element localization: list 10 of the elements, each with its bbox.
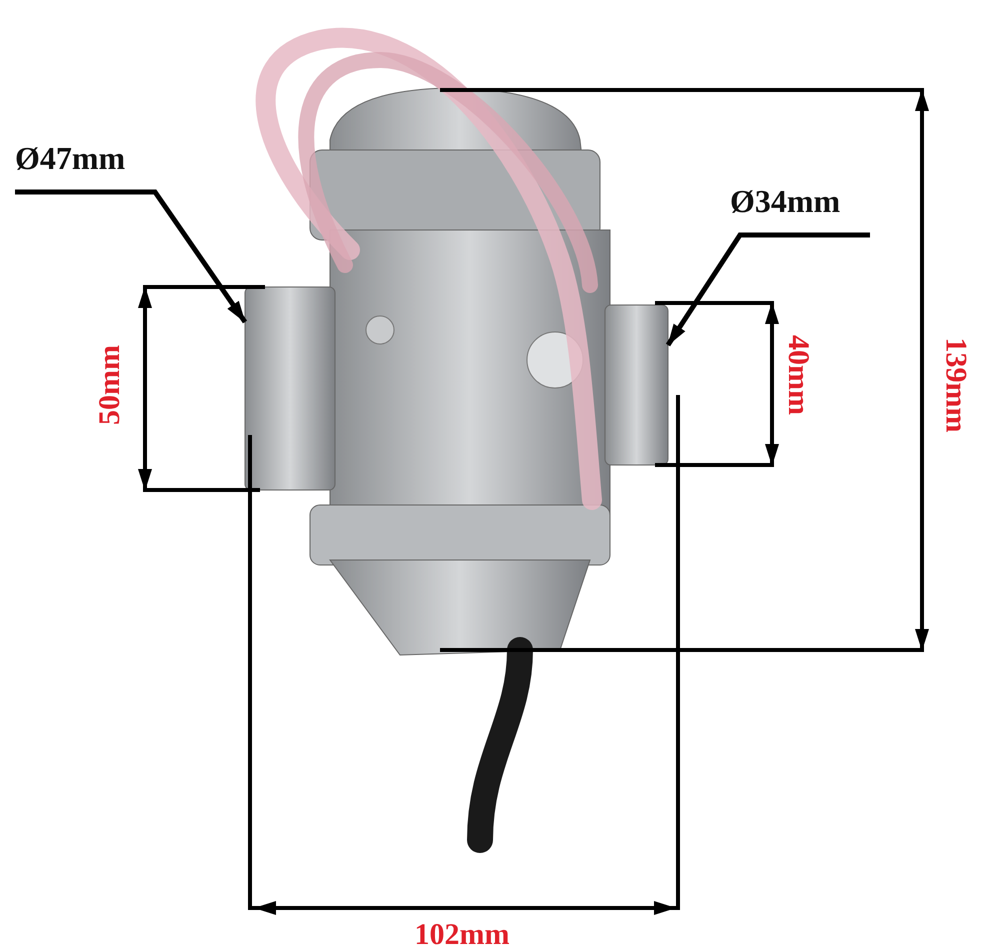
outlet-port xyxy=(604,304,668,466)
dimension-label: 139mm xyxy=(938,338,972,432)
leader-line xyxy=(666,232,870,346)
dimension-text: Ø34mm xyxy=(730,183,870,235)
inlet-port xyxy=(244,286,336,490)
dimension-label: 50mm xyxy=(93,345,127,425)
dimension-label: 40mm xyxy=(781,335,815,415)
dimension-text: Ø47mm xyxy=(15,140,165,192)
leader-line xyxy=(15,190,248,324)
dimension-label: 102mm xyxy=(414,918,510,951)
